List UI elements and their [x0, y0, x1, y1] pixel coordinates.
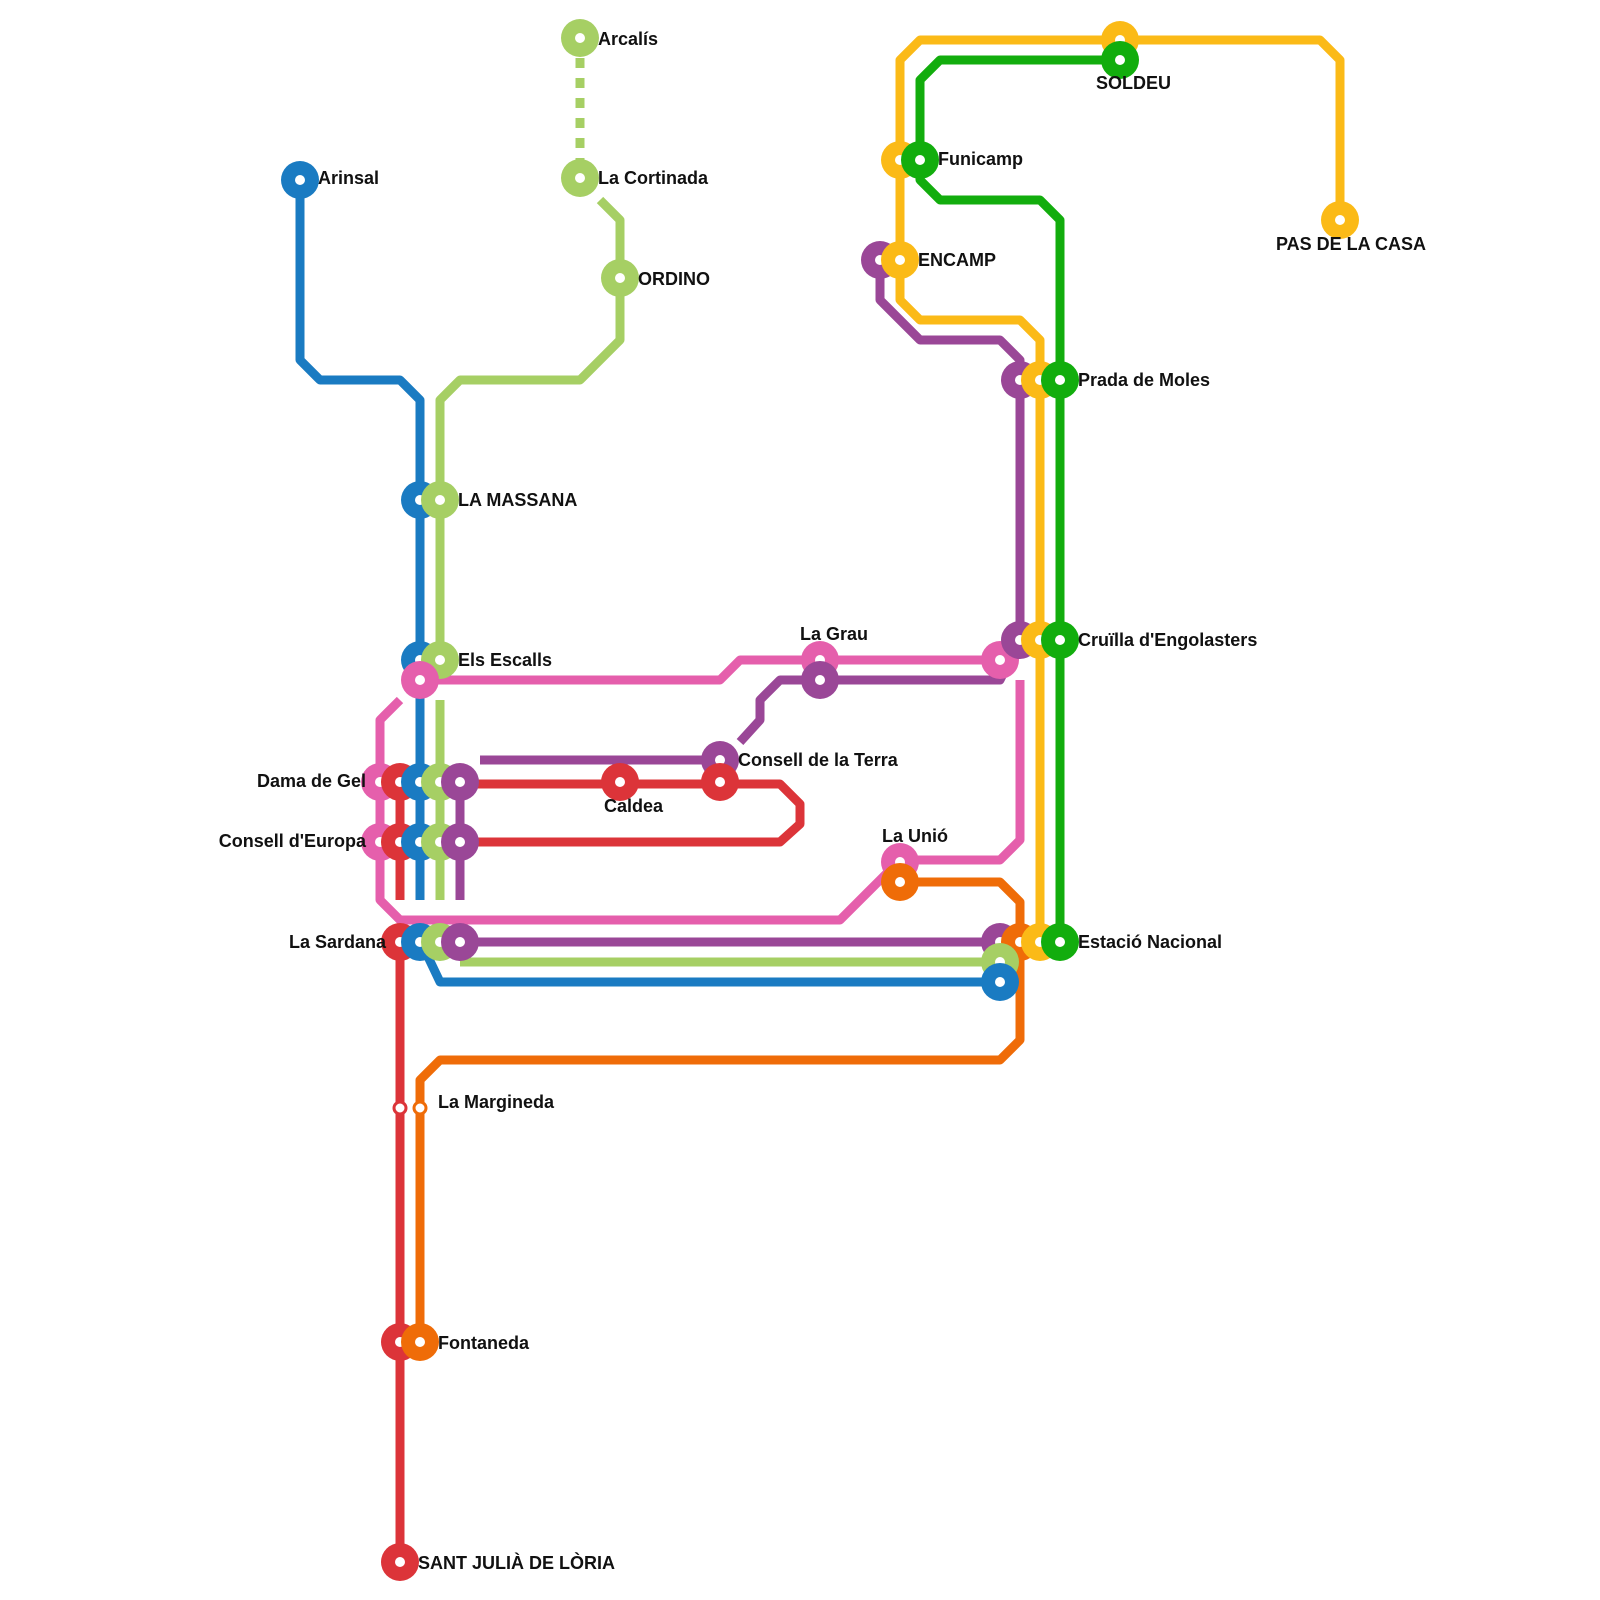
- yellow-line: [895, 35, 1345, 942]
- green-line: [915, 55, 1120, 942]
- station-marker-center: [575, 173, 585, 183]
- station-label-la-sardana[interactable]: La Sardana: [289, 932, 387, 952]
- station-label-pas-de-la-casa[interactable]: PAS DE LA CASA: [1276, 234, 1426, 254]
- station-marker-center: [415, 1337, 425, 1347]
- station-marker-center: [1055, 937, 1065, 947]
- station-marker-center: [295, 175, 305, 185]
- station-label-encamp[interactable]: ENCAMP: [918, 250, 996, 270]
- station-marker-center: [615, 777, 625, 787]
- station-label-fontaneda[interactable]: Fontaneda: [438, 1333, 530, 1353]
- station-label-la-unio[interactable]: La Unió: [882, 826, 948, 846]
- station-label-caldea[interactable]: Caldea: [604, 796, 664, 816]
- orange-line: [415, 877, 1025, 1342]
- station-markers: [281, 19, 1359, 1581]
- station-marker-center: [395, 1557, 405, 1567]
- station-label-la-massana[interactable]: LA MASSANA: [458, 490, 577, 510]
- station-marker-center: [895, 877, 905, 887]
- light-green-line: [435, 196, 625, 660]
- station-labels: Arcalís La Cortinada ORDINO Arinsal LA M…: [219, 29, 1426, 1573]
- route-lines: [295, 35, 1345, 1562]
- station-marker-center: [995, 977, 1005, 987]
- station-marker-center: [915, 155, 925, 165]
- station-marker-la-margineda[interactable]: [412, 1100, 428, 1116]
- purple-line-top: [736, 260, 1025, 746]
- station-marker-center: [1115, 55, 1125, 65]
- station-marker-center: [1335, 215, 1345, 225]
- station-label-la-cortinada[interactable]: La Cortinada: [598, 168, 709, 188]
- station-label-els-escalls[interactable]: Els Escalls: [458, 650, 552, 670]
- station-label-estacio-nacional[interactable]: Estació Nacional: [1078, 932, 1222, 952]
- station-marker-center: [455, 777, 465, 787]
- station-label-soldeu[interactable]: SOLDEU: [1096, 73, 1171, 93]
- pink-line-top: [420, 655, 1000, 685]
- station-marker-center: [1055, 635, 1065, 645]
- station-label-arcalis[interactable]: Arcalís: [598, 29, 658, 49]
- station-marker-center: [455, 937, 465, 947]
- station-marker-center: [575, 33, 585, 43]
- station-marker-center: [995, 655, 1005, 665]
- station-label-consell-d-europa[interactable]: Consell d'Europa: [219, 831, 367, 851]
- station-marker-center: [435, 495, 445, 505]
- station-label-prada-de-moles[interactable]: Prada de Moles: [1078, 370, 1210, 390]
- station-marker-center: [415, 675, 425, 685]
- pink-line-loop: [375, 680, 1025, 925]
- station-label-arinsal[interactable]: Arinsal: [318, 168, 379, 188]
- station-label-la-margineda[interactable]: La Margineda: [438, 1092, 555, 1112]
- station-marker-center: [455, 837, 465, 847]
- station-label-cruilla-d-engolasters[interactable]: Cruïlla d'Engolasters: [1078, 630, 1257, 650]
- station-marker-center: [715, 755, 725, 765]
- station-label-consell-de-la-terra[interactable]: Consell de la Terra: [738, 750, 899, 770]
- station-marker-la-margineda[interactable]: [392, 1100, 408, 1116]
- station-label-ordino[interactable]: ORDINO: [638, 269, 710, 289]
- station-label-sant-julia[interactable]: SANT JULIÀ DE LÒRIA: [418, 1552, 615, 1573]
- station-marker-center: [1055, 375, 1065, 385]
- station-marker-center: [815, 675, 825, 685]
- station-marker-center: [615, 273, 625, 283]
- station-label-funicamp[interactable]: Funicamp: [938, 149, 1023, 169]
- station-marker-center: [435, 655, 445, 665]
- station-marker-center: [895, 255, 905, 265]
- station-label-la-grau[interactable]: La Grau: [800, 624, 868, 644]
- station-marker-center: [715, 777, 725, 787]
- station-label-dama-de-gel[interactable]: Dama de Gel: [257, 771, 366, 791]
